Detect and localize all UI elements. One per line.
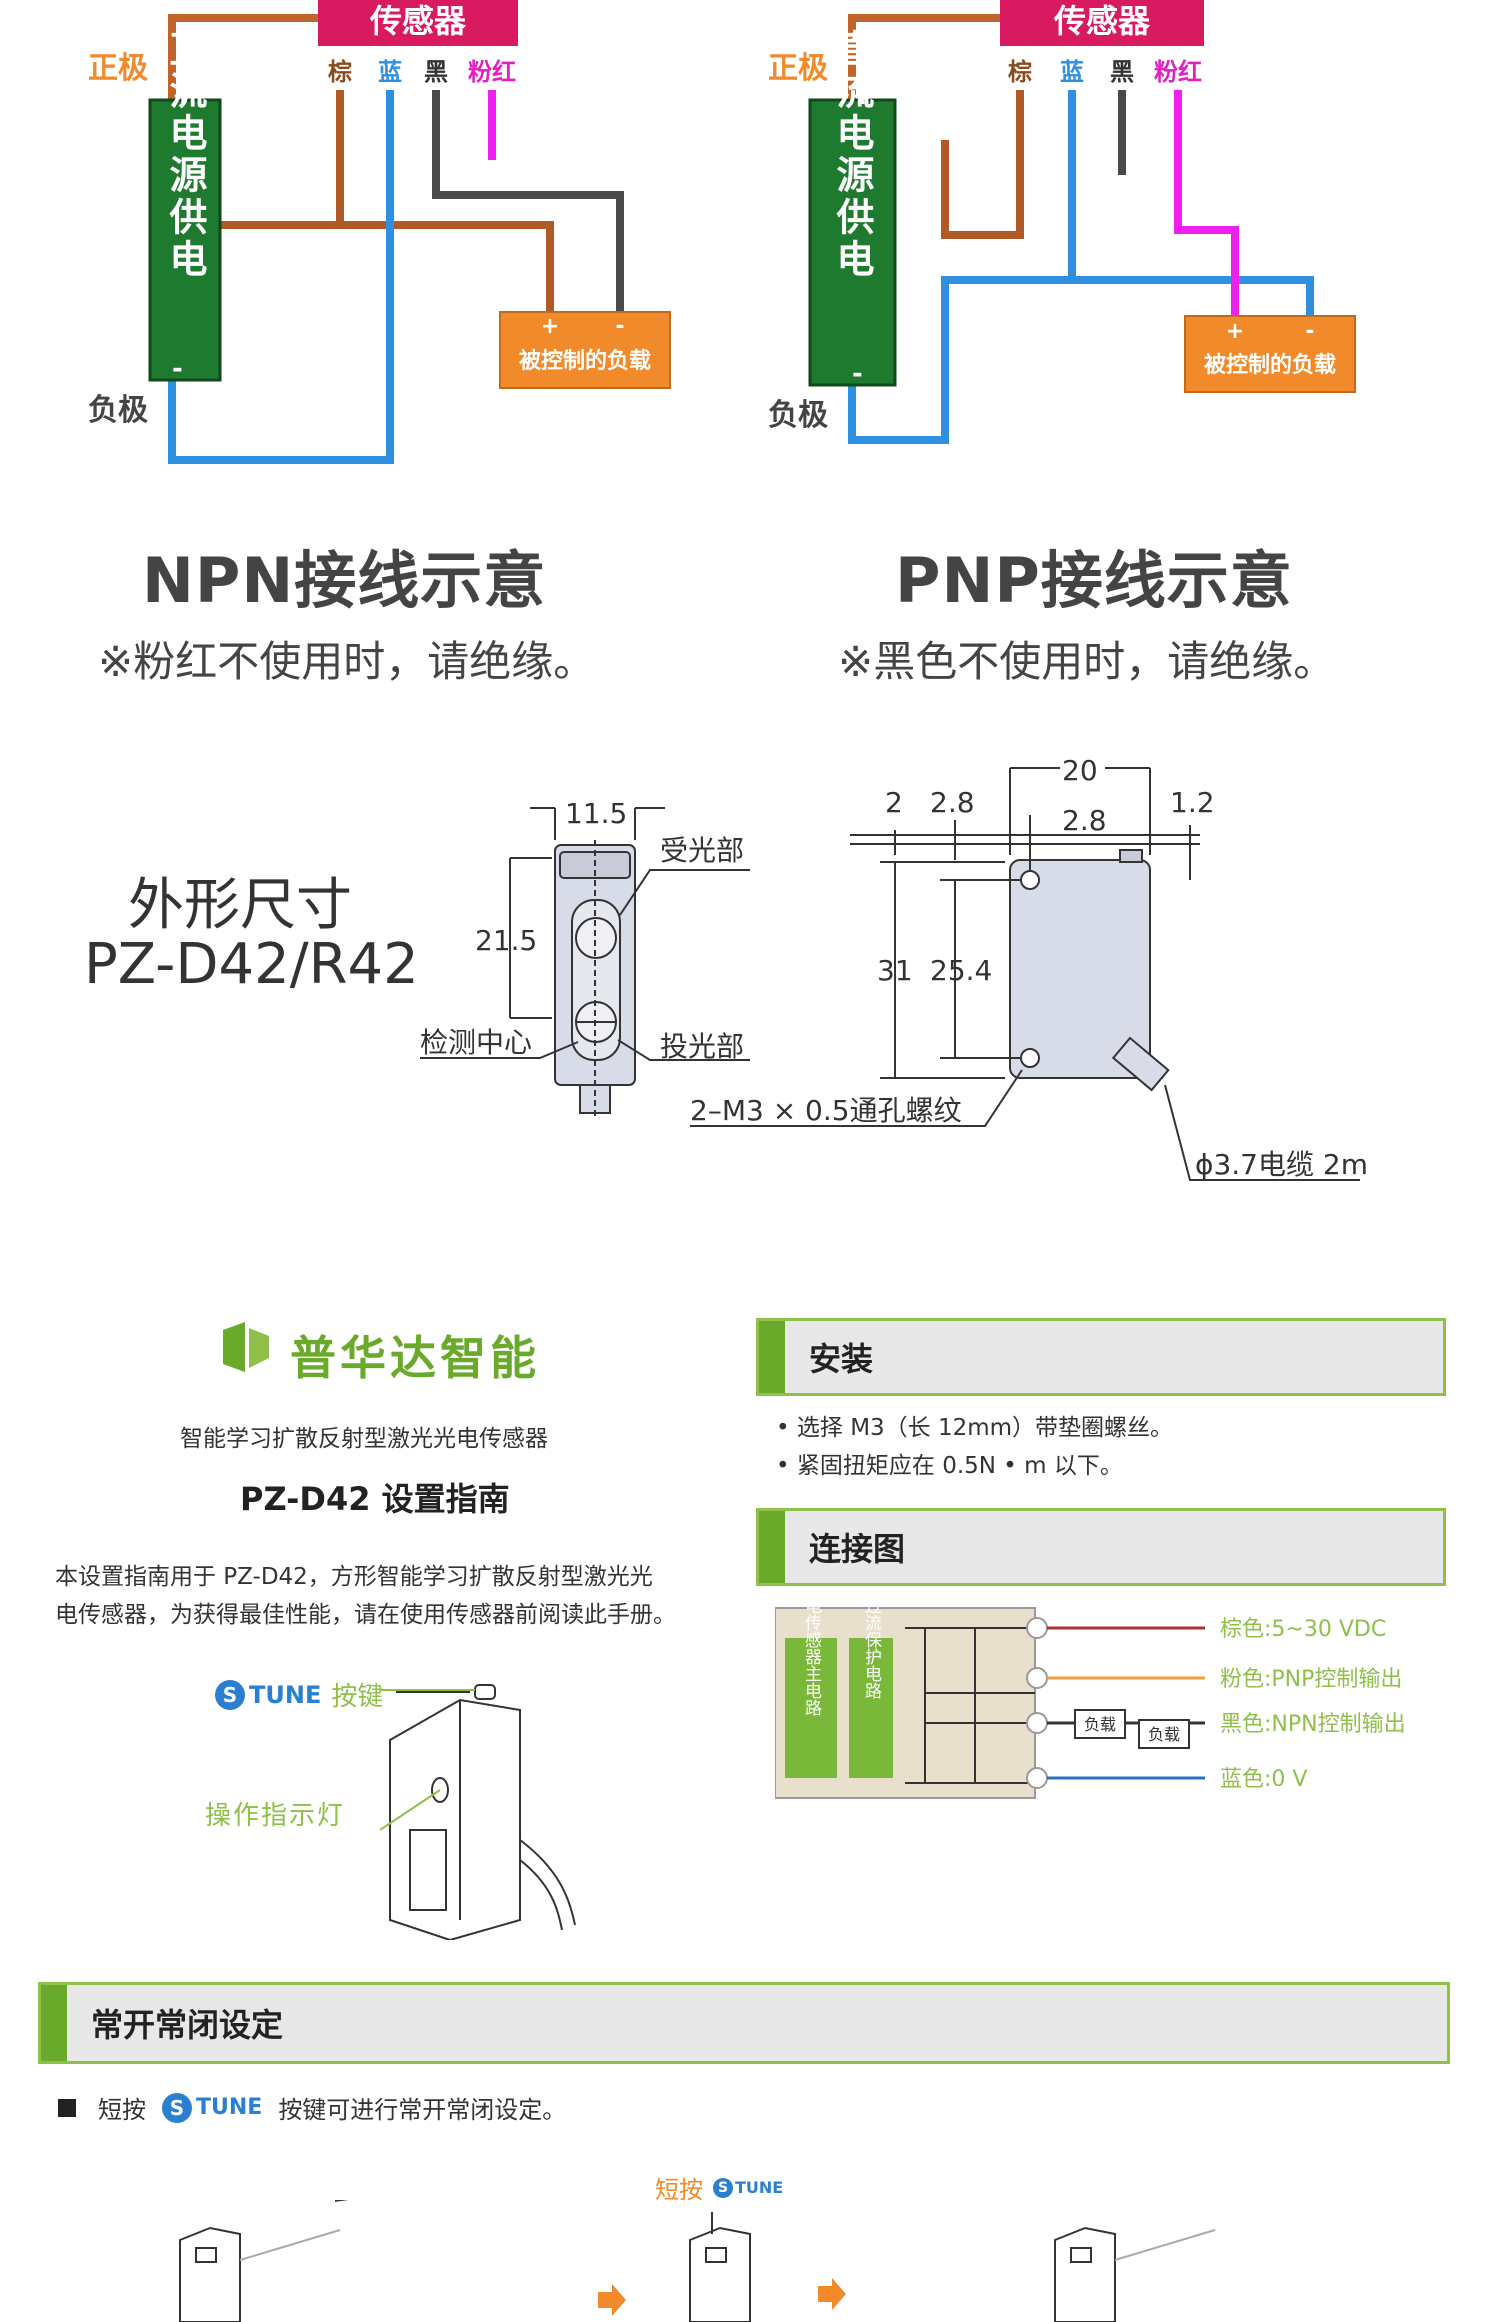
npn-wire-pink: 粉红 <box>468 58 516 86</box>
dim-1-2: 1.2 <box>1170 786 1215 819</box>
install-section-header: 安装 <box>756 1318 1446 1396</box>
short-press-label: 短按 S TUNE <box>655 2176 784 2204</box>
npn-positive-label: 正极 <box>88 51 148 86</box>
tune-key-label: S TUNE 按键 <box>215 1676 383 1713</box>
svg-text:-: - <box>1305 319 1314 344</box>
npn-wire-brown: 棕 <box>328 58 352 86</box>
dim-20: 20 <box>1062 754 1098 787</box>
dim-receiver: 受光部 <box>660 834 744 867</box>
npn-sensor-label: 传感器 <box>369 2 467 40</box>
main-circuit-label: 光电传感器主电路 <box>801 1598 822 1716</box>
legend-black: 黑色:NPN控制输出 <box>1220 1712 1406 1737</box>
legend-brown: 棕色:5~30 VDC <box>1220 1617 1386 1642</box>
pnp-wire-pink: 粉红 <box>1154 58 1202 86</box>
pnp-dc-label: 直流电源供电 <box>830 29 874 281</box>
npn-wire-black: 黑 <box>424 58 448 86</box>
dimension-drawing: 11.5 21.5 受光部 检测中心 投光部 20 2 2.8 2.8 1.2 … <box>420 754 1368 1181</box>
noc-instruction: 短按 S TUNE 按键可进行常开常闭设定。 <box>58 2090 566 2125</box>
pnp-wiring-diagram: 传感器 正极 负极 棕 蓝 黑 粉红 + - 直流电源供电 + - 被控制的负载 <box>768 0 1356 444</box>
npn-minus: - <box>172 354 183 384</box>
connection-heading: 连接图 <box>809 1530 906 1568</box>
pnp-note: ※黑色不使用时，请绝缘。 <box>838 637 1336 686</box>
npn-load-label: 被控制的负载 <box>519 348 651 374</box>
npn-dc-supply <box>148 98 222 382</box>
dim-cable: ϕ3.7电缆 2m <box>1195 1148 1368 1181</box>
pnp-wire-blue: 蓝 <box>1060 58 1084 86</box>
install-bullet-2: • 紧固扭矩应在 0.5N • m 以下。 <box>776 1453 1123 1479</box>
sensor-illustration <box>380 1684 576 1940</box>
brand-logo-icon <box>223 1322 269 1372</box>
pnp-sensor-box <box>1000 0 1204 46</box>
connection-diagram: 光电传感器主电路 过流保护电路 负载 负载 棕色:5~30 VDC 粉色:PNP… <box>775 1598 1406 1799</box>
guide-intro-2: 电传感器，为获得最佳性能，请在使用传感器前阅读此手册。 <box>55 1602 676 1628</box>
pnp-minus: - <box>852 359 863 389</box>
dim-11-5: 11.5 <box>565 797 627 830</box>
legend-pink: 粉色:PNP控制输出 <box>1220 1667 1402 1692</box>
svg-text:+: + <box>1226 319 1244 344</box>
npn-plus: + <box>172 81 194 111</box>
svg-text:-: - <box>615 314 624 339</box>
dim-2: 2 <box>885 786 903 819</box>
tune-logo-icon: S <box>215 1679 245 1710</box>
legend-blue: 蓝色:0 V <box>1220 1767 1307 1792</box>
noc-illustrations <box>179 2200 1216 2322</box>
npn-dc-label: 直流电源供电 <box>163 29 207 281</box>
npn-load-box <box>499 311 671 389</box>
noc-section-header: 常开常闭设定 <box>38 1982 1450 2064</box>
dim-31: 31 <box>877 954 913 987</box>
guide-subtitle: 智能学习扩散反射型激光光电传感器 <box>180 1426 548 1452</box>
tune-logo-icon: S <box>162 2092 192 2123</box>
guide-intro-1: 本设置指南用于 PZ-D42，方形智能学习扩散反射型激光光 <box>55 1564 653 1590</box>
dim-title-line1: 外形尺寸 <box>128 873 352 938</box>
dim-2-8b: 2.8 <box>1062 804 1107 837</box>
load-2-label: 负载 <box>1148 1725 1180 1744</box>
npn-wire-blue: 蓝 <box>378 58 402 86</box>
pnp-negative-label: 负极 <box>768 398 828 433</box>
install-heading: 安装 <box>809 1340 874 1378</box>
pnp-title: PNP接线示意 <box>895 544 1293 617</box>
brand-name: 普华达智能 <box>290 1331 540 1385</box>
pnp-plus: + <box>852 81 874 111</box>
guide-title: PZ-D42 设置指南 <box>240 1480 510 1518</box>
indicator-label: 操作指示灯 <box>205 1801 346 1831</box>
arrow-right-icon <box>598 2278 846 2316</box>
svg-text:+: + <box>541 314 559 339</box>
npn-wiring-diagram: 传感器 正极 负极 棕 蓝 黑 粉红 + - 直流电源供电 + - 被控制的负载 <box>88 0 671 464</box>
npn-note: ※粉红不使用时，请绝缘。 <box>98 637 596 686</box>
load-1-label: 负载 <box>1084 1715 1116 1734</box>
pnp-positive-label: 正极 <box>768 51 828 86</box>
dim-detect-center: 检测中心 <box>420 1026 532 1059</box>
npn-negative-label: 负极 <box>88 393 148 428</box>
pnp-load-box <box>1184 315 1356 393</box>
npn-title: NPN接线示意 <box>142 544 547 617</box>
dim-emitter: 投光部 <box>660 1030 744 1063</box>
npn-sensor-box <box>318 0 518 46</box>
pnp-sensor-label: 传感器 <box>1053 2 1151 40</box>
pnp-load-label: 被控制的负载 <box>1204 352 1336 378</box>
install-bullet-1: • 选择 M3（长 12mm）带垫圈螺丝。 <box>776 1415 1174 1441</box>
wiring-diagrams: 传感器 正极 负极 棕 蓝 黑 粉红 + - 直流电源供电 + - 被控制的负载… <box>88 0 1356 464</box>
dim-2-8a: 2.8 <box>930 786 975 819</box>
dim-25-4: 25.4 <box>930 954 992 987</box>
tune-logo-icon: S <box>713 2177 733 2198</box>
pnp-dc-supply <box>808 98 897 387</box>
dim-title-line2: PZ-D42/R42 <box>84 932 419 997</box>
noc-heading: 常开常闭设定 <box>91 2006 284 2044</box>
pnp-wire-black: 黑 <box>1110 58 1134 86</box>
dim-screw: 2–M3 × 0.5通孔螺纹 <box>690 1094 962 1127</box>
pnp-wire-brown: 棕 <box>1008 58 1032 86</box>
protect-circuit-label: 过流保护电路 <box>861 1598 882 1699</box>
connection-section-header: 连接图 <box>756 1508 1446 1586</box>
square-bullet-icon <box>58 2098 76 2117</box>
dim-21-5: 21.5 <box>475 924 537 957</box>
